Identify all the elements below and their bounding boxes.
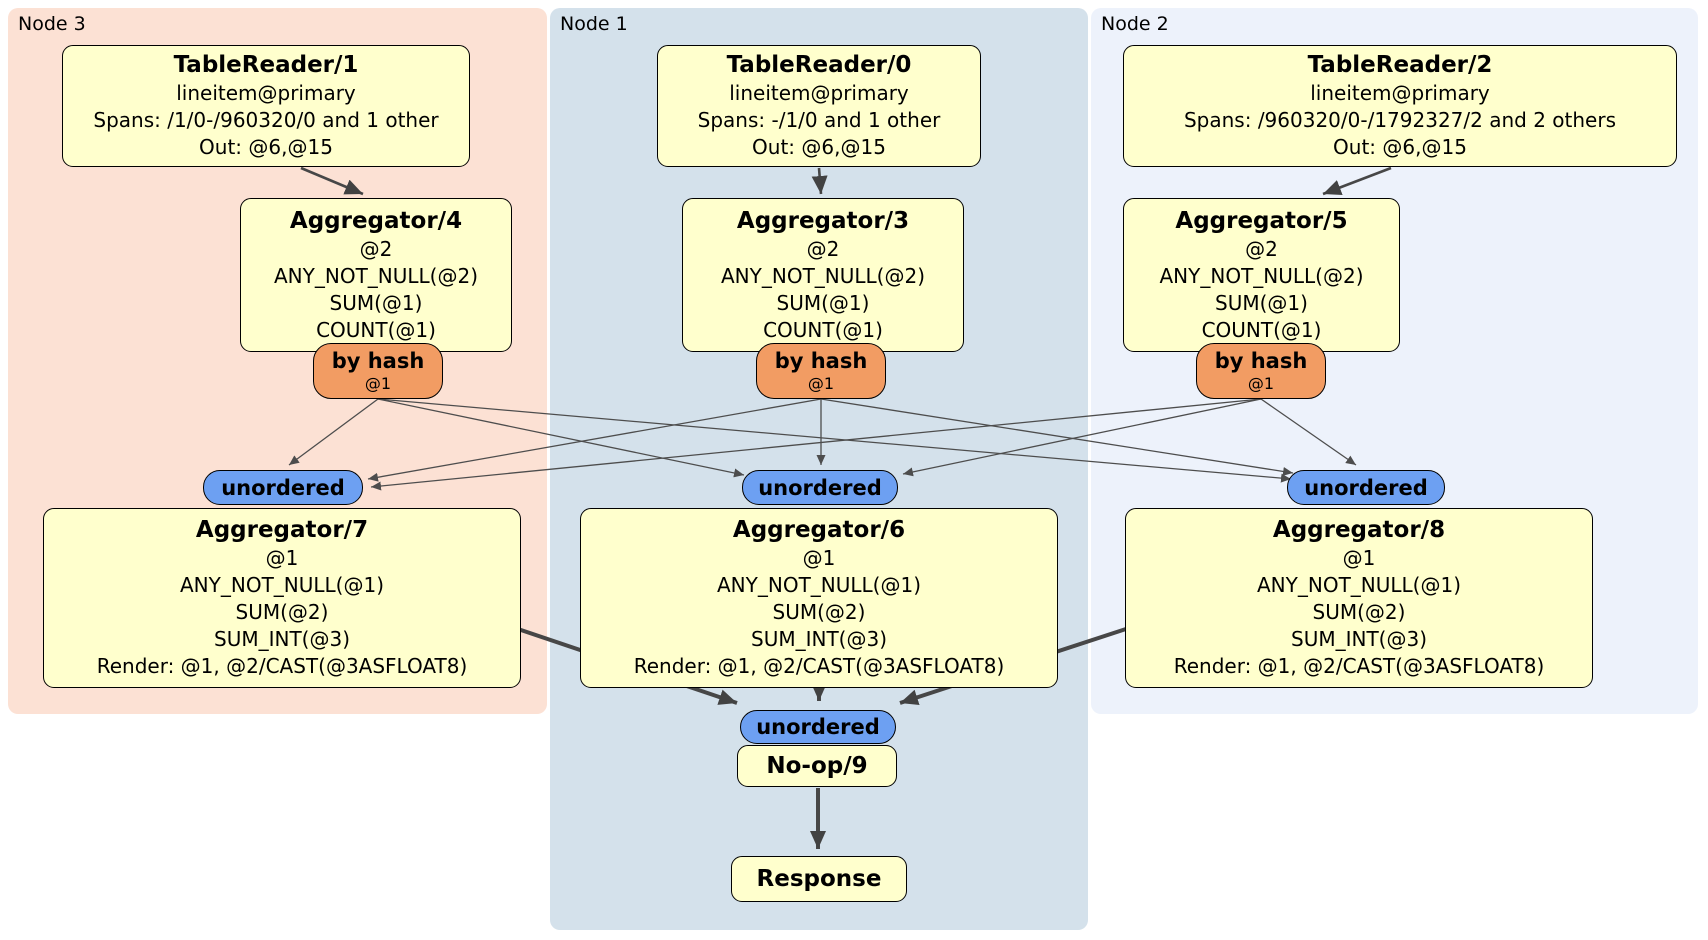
response-node: Response (731, 856, 907, 902)
processor-aggfn: ANY_NOT_NULL(@2) (721, 263, 925, 288)
processor-aggfn: SUM_INT(@3) (751, 627, 887, 651)
edge-hash3-sync1 (377, 398, 745, 478)
sync-unordered-node3: unordered (203, 470, 363, 505)
processor-groupcols: @1 (265, 546, 299, 570)
edge-hash2-sync2 (1260, 398, 1357, 466)
processor-aggfn: ANY_NOT_NULL(@1) (180, 573, 384, 597)
edge-hash1-sync2 (820, 398, 1294, 476)
processor-aggfn: SUM(@2) (1312, 600, 1406, 624)
processor-aggregator-4: Aggregator/4 @2 ANY_NOT_NULL(@2) SUM(@1)… (240, 198, 512, 352)
processor-aggfn: ANY_NOT_NULL(@2) (1159, 263, 1364, 288)
processor-tablereader-2: TableReader/2 lineitem@primary Spans: /9… (1123, 45, 1677, 167)
processor-noop-9: No-op/9 (737, 745, 897, 787)
sync-unordered-node1: unordered (742, 470, 898, 505)
processor-aggfn: SUM(@1) (329, 290, 423, 315)
processor-aggfn: SUM(@2) (235, 600, 329, 624)
processor-aggfn: SUM_INT(@3) (1291, 627, 1427, 651)
processor-render: Render: @1, @2/CAST(@3ASFLOAT8) (1173, 654, 1545, 678)
processor-title: TableReader/2 (1307, 52, 1493, 78)
processor-out: Out: @6,@15 (199, 135, 333, 159)
processor-title: Aggregator/6 (732, 517, 906, 543)
processor-aggfn: SUM(@1) (776, 290, 870, 315)
router-label: by hash (1214, 348, 1308, 373)
router-columns: @1 (364, 373, 392, 393)
processor-aggregator-3: Aggregator/3 @2 ANY_NOT_NULL(@2) SUM(@1)… (682, 198, 964, 352)
processor-aggfn: COUNT(@1) (763, 317, 883, 342)
router-label: by hash (774, 348, 868, 373)
processor-aggfn: ANY_NOT_NULL(@1) (1257, 573, 1461, 597)
router-columns: @1 (1247, 373, 1275, 393)
processor-title: Aggregator/8 (1272, 517, 1446, 543)
processor-aggfn: COUNT(@1) (1201, 317, 1322, 342)
processor-title: TableReader/0 (726, 52, 912, 78)
processor-index: lineitem@primary (1310, 81, 1490, 105)
edge-tr1-agg4 (300, 166, 364, 196)
processor-groupcols: @1 (802, 546, 836, 570)
edge-hash3-sync2 (377, 398, 1292, 483)
edge-hash3-sync3 (288, 398, 379, 466)
processor-groupcols: @2 (359, 236, 393, 261)
processor-spans: Spans: -/1/0 and 1 other (697, 108, 941, 132)
processor-aggregator-6: Aggregator/6 @1 ANY_NOT_NULL(@1) SUM(@2)… (580, 508, 1058, 688)
sync-label: unordered (758, 475, 882, 500)
processor-aggfn: SUM(@1) (1215, 290, 1308, 315)
router-label: by hash (331, 348, 425, 373)
processor-aggregator-8: Aggregator/8 @1 ANY_NOT_NULL(@1) SUM(@2)… (1125, 508, 1593, 688)
router-columns: @1 (807, 373, 835, 393)
processor-aggfn: ANY_NOT_NULL(@1) (717, 573, 921, 597)
processor-spans: Spans: /960320/0-/1792327/2 and 2 others (1183, 108, 1616, 132)
sync-label: unordered (1304, 475, 1428, 500)
processor-out: Out: @6,@15 (1333, 135, 1467, 159)
processor-tablereader-0: TableReader/0 lineitem@primary Spans: -/… (657, 45, 981, 167)
router-by-hash-node1: by hash @1 (756, 343, 886, 399)
processor-index: lineitem@primary (176, 81, 356, 105)
processor-title: Aggregator/4 (289, 207, 463, 234)
processor-groupcols: @1 (1342, 546, 1376, 570)
processor-aggfn: SUM_INT(@3) (214, 627, 350, 651)
processor-title: Aggregator/7 (195, 517, 369, 543)
processor-title: Aggregator/3 (736, 207, 910, 234)
router-by-hash-node2: by hash @1 (1196, 343, 1326, 399)
processor-title: TableReader/1 (173, 52, 359, 78)
processor-out: Out: @6,@15 (752, 135, 886, 159)
edge-hash2-sync3 (370, 398, 1262, 491)
sync-unordered-final: unordered (740, 710, 896, 744)
node3-region-label: Node 3 (18, 13, 86, 35)
sync-unordered-node2: unordered (1287, 470, 1445, 505)
edge-tr0-agg3 (811, 167, 828, 195)
processor-aggregator-5: Aggregator/5 @2 ANY_NOT_NULL(@2) SUM(@1)… (1123, 198, 1400, 352)
processor-title: Response (756, 865, 882, 892)
processor-groupcols: @2 (1245, 236, 1278, 261)
edge-hash2-sync1 (902, 398, 1262, 477)
processor-aggfn: ANY_NOT_NULL(@2) (274, 263, 478, 288)
processor-aggregator-7: Aggregator/7 @1 ANY_NOT_NULL(@1) SUM(@2)… (43, 508, 521, 688)
processor-tablereader-1: TableReader/1 lineitem@primary Spans: /1… (62, 45, 470, 167)
processor-render: Render: @1, @2/CAST(@3ASFLOAT8) (633, 654, 1005, 678)
sync-label: unordered (221, 475, 345, 500)
processor-title: Aggregator/5 (1175, 207, 1348, 234)
processor-aggfn: SUM(@2) (772, 600, 866, 624)
processor-title: No-op/9 (766, 752, 868, 779)
processor-render: Render: @1, @2/CAST(@3ASFLOAT8) (96, 654, 468, 678)
sync-label: unordered (756, 715, 880, 739)
node1-region-label: Node 1 (560, 13, 628, 35)
edge-tr2-agg5 (1322, 166, 1392, 196)
processor-aggfn: COUNT(@1) (316, 317, 436, 342)
processor-spans: Spans: /1/0-/960320/0 and 1 other (93, 108, 439, 132)
processor-groupcols: @2 (806, 236, 840, 261)
router-by-hash-node3: by hash @1 (313, 343, 443, 399)
edge-hash1-sync3 (367, 398, 822, 482)
processor-index: lineitem@primary (729, 81, 909, 105)
node2-region-label: Node 2 (1101, 13, 1169, 35)
